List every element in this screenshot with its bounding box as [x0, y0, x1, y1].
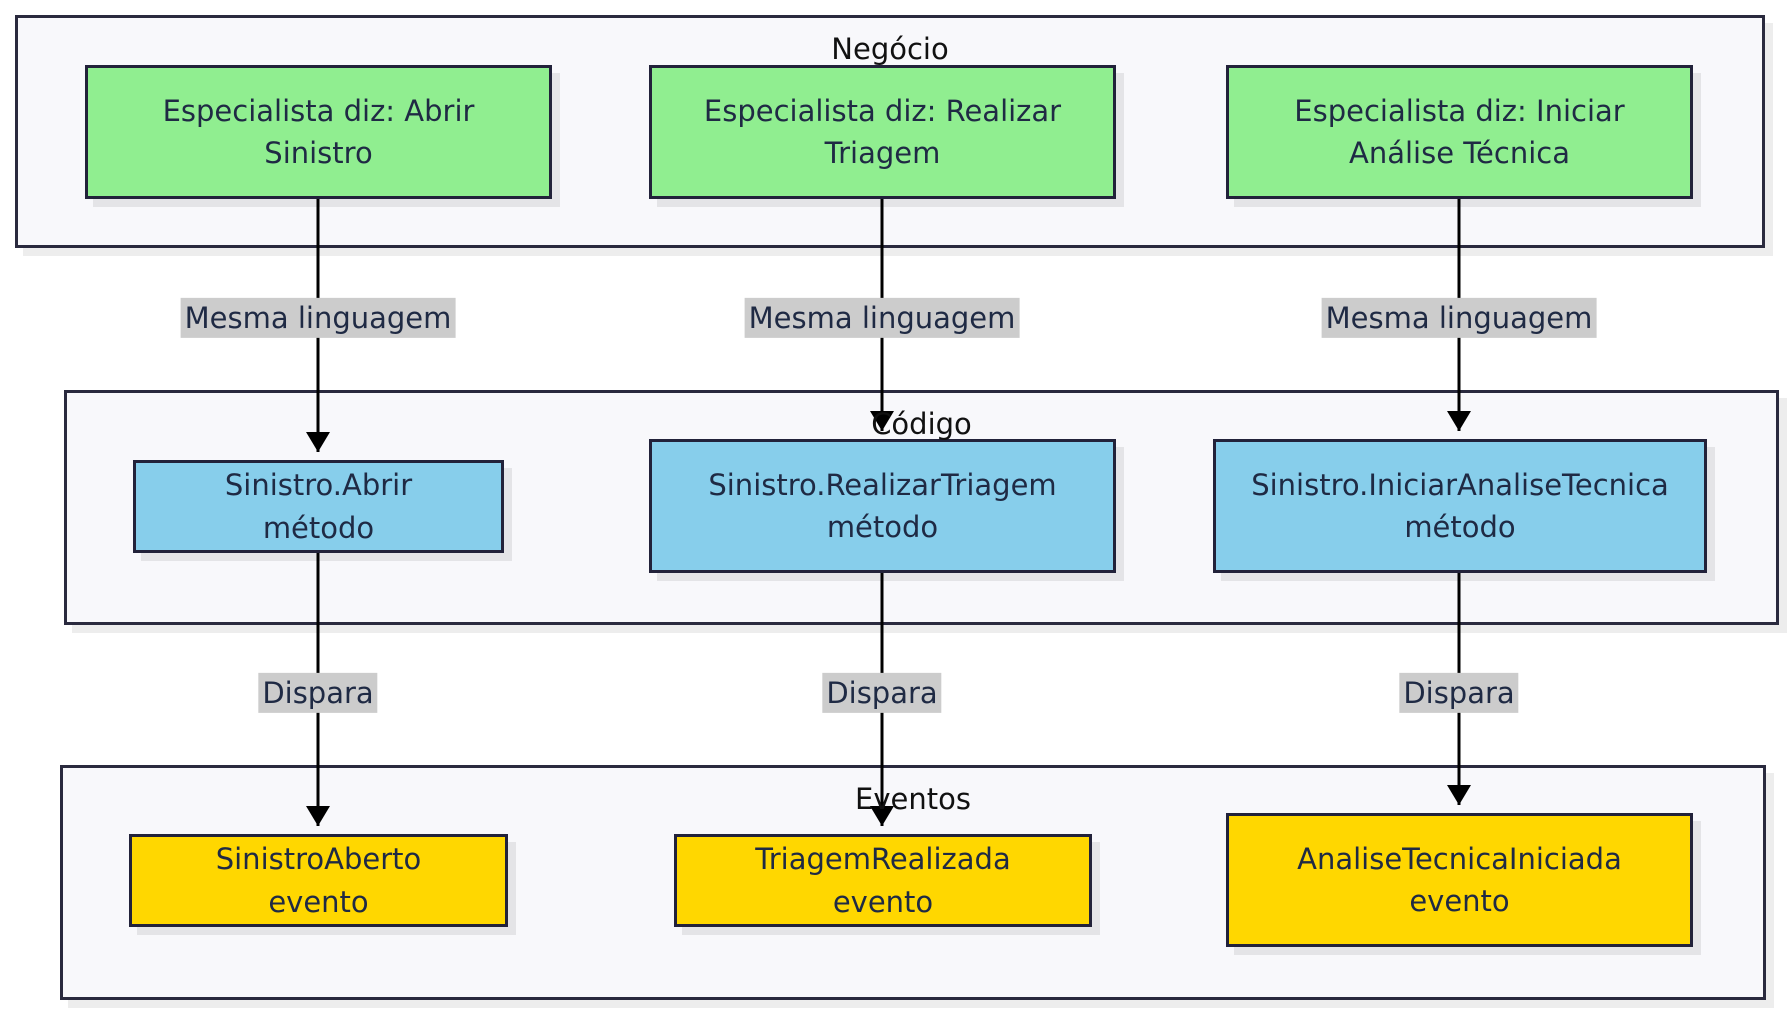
group-negocio-title: Negócio	[831, 32, 949, 66]
node-sinistro-aberto-evento[interactable]: SinistroAberto evento	[129, 834, 508, 927]
edge-label-dispara-1: Dispara	[258, 672, 378, 714]
node-triagem-realizada-evento[interactable]: TriagemRealizada evento	[674, 834, 1092, 927]
group-eventos-title: Eventos	[855, 782, 971, 816]
edge-label-mesma-linguagem-2: Mesma linguagem	[744, 297, 1020, 339]
edge-label-mesma-linguagem-3: Mesma linguagem	[1321, 297, 1597, 339]
edge-label-dispara-2: Dispara	[822, 672, 942, 714]
edge-label-mesma-linguagem-1: Mesma linguagem	[180, 297, 456, 339]
edge-label-dispara-3: Dispara	[1399, 672, 1519, 714]
group-codigo-title: Código	[871, 407, 972, 441]
node-sinistro-abrir-metodo[interactable]: Sinistro.Abrir método	[133, 460, 504, 553]
